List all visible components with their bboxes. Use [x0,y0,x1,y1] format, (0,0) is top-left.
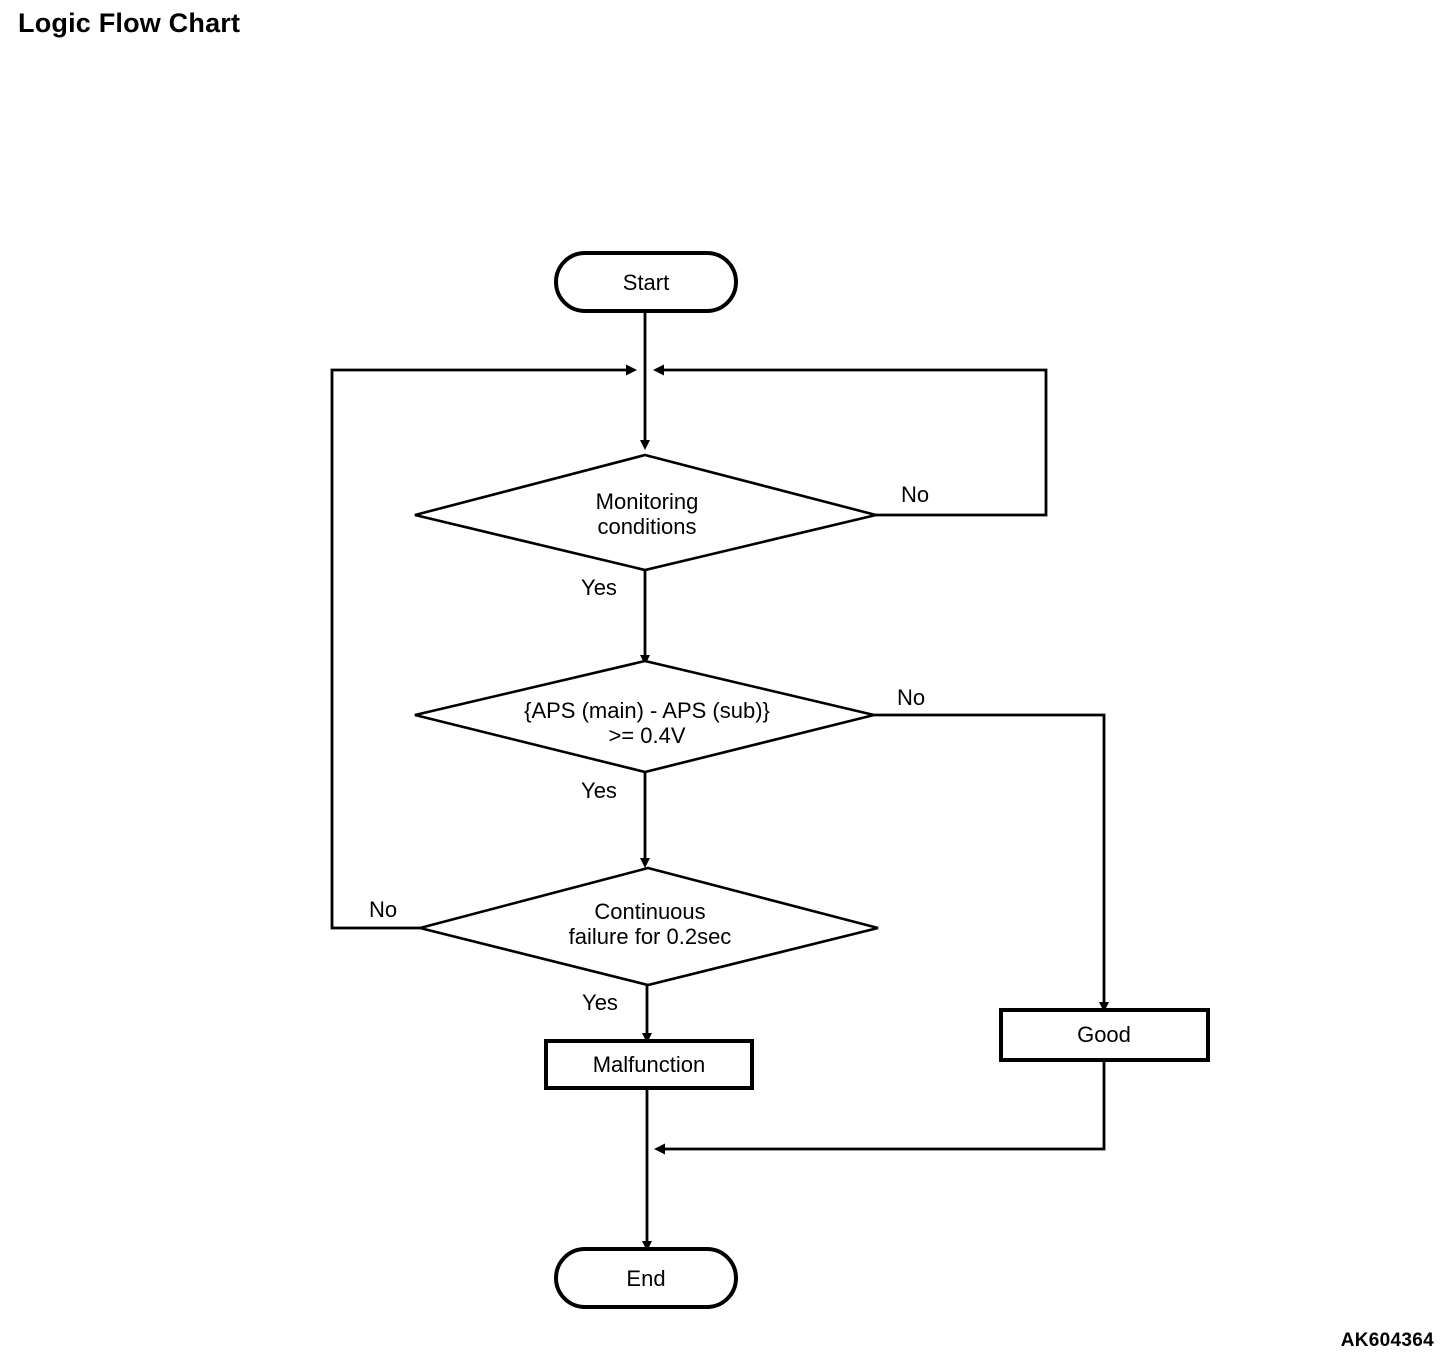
node-continuous-label-line1: Continuous [594,899,705,924]
branch-label-continuous-no: No [369,897,397,922]
node-malfunction[interactable]: Malfunction [544,1039,754,1090]
branch-label-aps-yes: Yes [581,778,617,803]
connector-monitoring-no-loopback [653,364,1048,517]
node-good-label: Good [1077,1022,1131,1047]
node-aps-difference[interactable]: {APS (main) - APS (sub)} >= 0.4V [414,659,875,774]
branch-label-aps-no: No [897,685,925,710]
connector-aps-no-to-good [874,713,1109,1012]
node-start[interactable]: Start [554,251,738,313]
connector-good-to-end-join [654,1060,1106,1155]
node-malfunction-label: Malfunction [593,1052,706,1077]
branch-label-monitoring-no: No [901,482,929,507]
connector-continuous-no-loopback [330,364,637,930]
node-monitoring-label-line2: conditions [597,514,696,539]
page-title: Logic Flow Chart [18,8,241,38]
node-continuous-failure[interactable]: Continuous failure for 0.2sec [419,866,879,987]
node-end-label: End [626,1266,665,1291]
node-aps-label-line2: >= 0.4V [608,723,685,748]
node-start-label: Start [623,270,669,295]
branch-label-monitoring-yes: Yes [581,575,617,600]
node-end[interactable]: End [554,1247,738,1309]
node-monitoring-label-line1: Monitoring [596,489,699,514]
node-continuous-label-line2: failure for 0.2sec [569,924,732,949]
node-good[interactable]: Good [999,1008,1210,1062]
node-monitoring-conditions[interactable]: Monitoring conditions [414,453,877,572]
node-aps-label-line1: {APS (main) - APS (sub)} [524,698,770,723]
branch-label-continuous-yes: Yes [582,990,618,1015]
reference-code: AK604364 [1340,1330,1434,1351]
